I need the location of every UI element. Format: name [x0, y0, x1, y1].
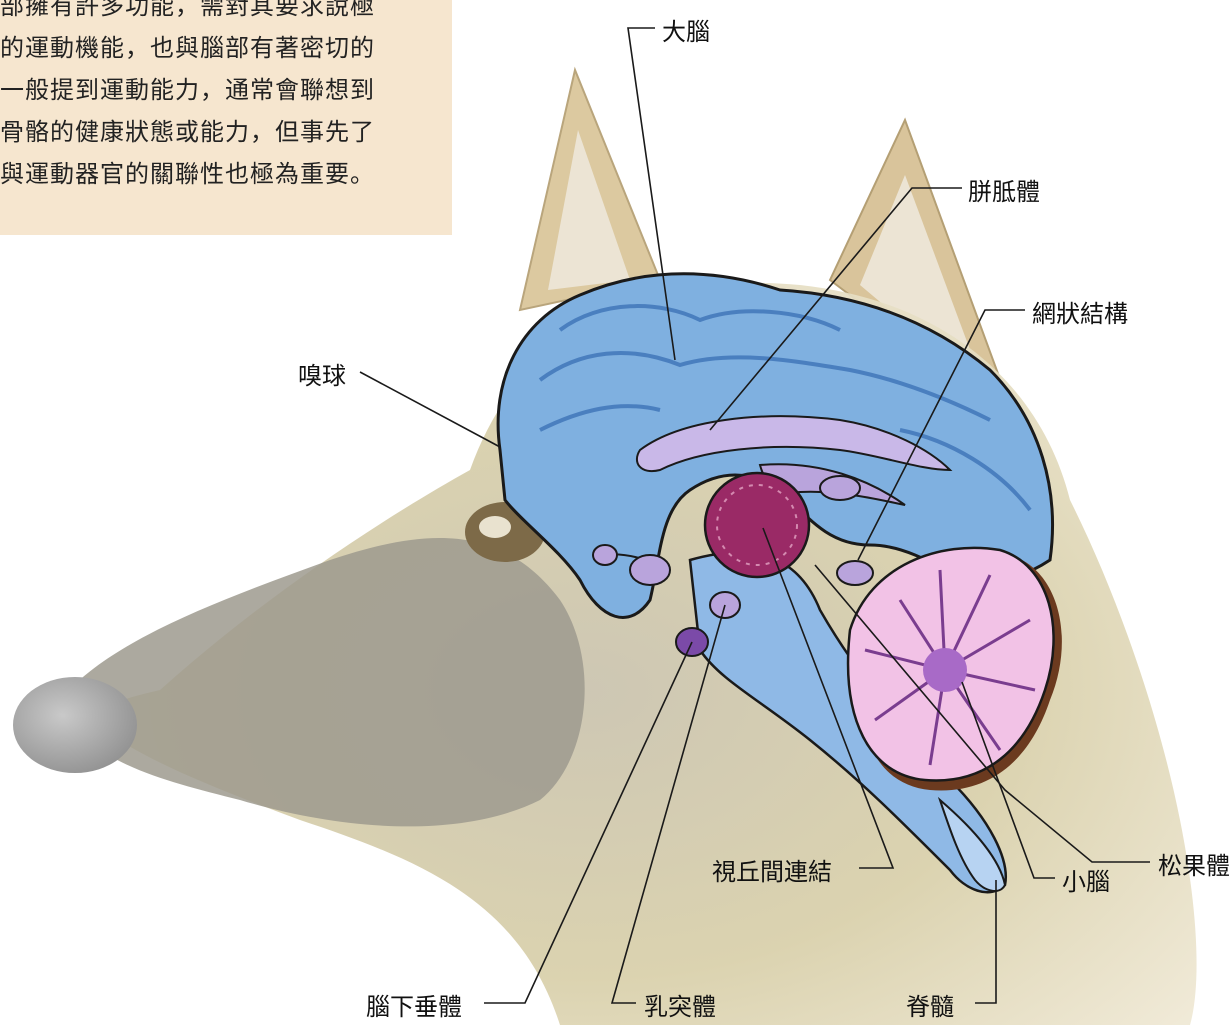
- label-cerebrum: 大腦: [662, 12, 710, 47]
- label-mammillary-body: 乳突體: [644, 987, 716, 1022]
- cerebellum-core: [923, 648, 967, 692]
- label-olfactory-bulb: 嗅球: [298, 356, 346, 391]
- intro-line-1: 部擁有許多功能，需對其要求說極: [0, 0, 375, 21]
- pineal-shape: [837, 561, 873, 585]
- label-reticular-formation: 網狀結構: [1032, 294, 1128, 329]
- label-spinal-cord: 脊髓: [906, 987, 954, 1022]
- olfactory-knob-2: [630, 555, 670, 585]
- leader-olfactory: [360, 372, 500, 447]
- label-cerebellum: 小腦: [1062, 862, 1110, 897]
- intro-line-3: 一般提到運動能力，通常會聯想到: [0, 70, 375, 105]
- intro-line-5: 與運動器官的關聯性也極為重要。: [0, 154, 375, 189]
- label-pineal-body: 松果體: [1158, 846, 1230, 881]
- label-pituitary: 腦下垂體: [366, 987, 462, 1022]
- label-interthalamic-adhesion: 視丘間連結: [712, 852, 832, 887]
- nose: [13, 677, 137, 773]
- eye-highlight: [479, 516, 511, 538]
- muzzle: [60, 538, 585, 826]
- intro-text-box: 部擁有許多功能，需對其要求說極 的運動機能，也與腦部有著密切的 一般提到運動能力…: [0, 0, 452, 235]
- olfactory-knob-1: [593, 545, 617, 565]
- midbrain-knob: [820, 476, 860, 500]
- intro-line-4: 骨骼的健康狀態或能力，但事先了: [0, 112, 375, 147]
- label-corpus-callosum: 胼胝體: [968, 172, 1040, 207]
- thalamus-shape: [705, 473, 809, 577]
- intro-line-2: 的運動機能，也與腦部有著密切的: [0, 28, 375, 63]
